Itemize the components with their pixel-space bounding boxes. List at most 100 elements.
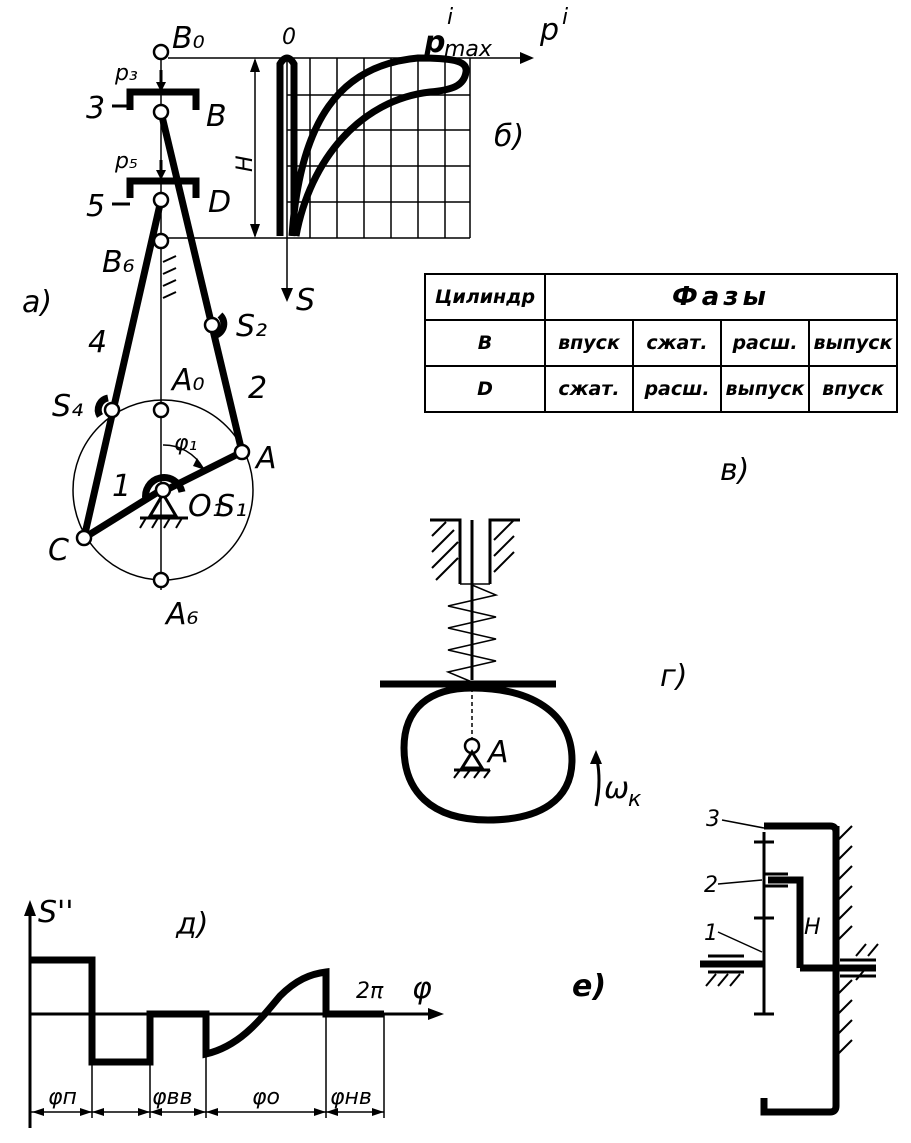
force-p5-arrowhead — [156, 170, 166, 180]
row-d-phase-2: расш. — [632, 365, 722, 413]
frame-hatching — [837, 825, 853, 1055]
p-axis-sup-label: i — [562, 5, 568, 30]
interval-phi-nv: φнв — [330, 1085, 372, 1110]
mechanism-diagram: а) B₀ B D B₆ A₀ A C O₁ S₁ S₂ S₄ A₆ 1 2 3… — [22, 21, 277, 632]
guide-hatching-left — [431, 521, 459, 581]
panel-label-b: б) — [494, 119, 524, 154]
joint-c — [75, 529, 93, 547]
cam-mechanism: A ω к г) — [380, 518, 687, 824]
panel-label-g: г) — [660, 659, 687, 694]
s4-hub — [94, 394, 110, 418]
omega-sub-label: к — [628, 787, 642, 812]
row-b-cylinder: B — [424, 319, 546, 367]
panel-label-v: в) — [720, 453, 749, 488]
cam-support — [459, 749, 485, 770]
interval-phi-o: φо — [252, 1085, 280, 1110]
ground-support-o1 — [147, 491, 179, 518]
pmax-sub-label: max — [444, 37, 493, 62]
leader-3 — [721, 819, 765, 829]
link-2 — [157, 111, 246, 453]
row-d-phase-1: сжат. — [544, 365, 634, 413]
interval-phi-p: φп — [48, 1085, 77, 1110]
link-1-label: 1 — [112, 469, 131, 504]
stroke-h-label: H — [233, 155, 258, 172]
row-b-phase-2: сжат. — [632, 319, 722, 367]
pmax-label: p — [423, 25, 445, 60]
point-b6-label: B₆ — [102, 245, 135, 280]
joint-a — [233, 443, 251, 461]
gear-train-diagram: 3 2 1 H е) — [572, 807, 879, 1116]
two-pi-label: 2π — [356, 979, 384, 1004]
s-axis-arrowhead — [281, 288, 293, 302]
point-a0-label: A₀ — [170, 363, 205, 398]
cam-pivot-label: A — [486, 735, 509, 770]
col-header-cylinder: Цилиндр — [424, 273, 546, 321]
indicator-curve-intake-exhaust — [276, 54, 298, 236]
link-3-label: 3 — [86, 91, 105, 126]
angle-phi1-label: φ₁ — [174, 431, 197, 456]
omega-label: ω — [604, 771, 629, 806]
indicator-grid — [287, 58, 471, 238]
table-row: B впуск сжат. расш. выпуск — [424, 319, 898, 367]
row-d-phase-3: выпуск — [720, 365, 810, 413]
phi-axis-label: φ — [412, 971, 432, 1006]
angle-phi1-arrowhead — [193, 458, 205, 470]
p-axis-label: p — [539, 13, 559, 48]
joint-d — [152, 191, 170, 209]
link-2-label: 2 — [248, 371, 267, 406]
col-header-phases: Фазы — [544, 273, 898, 321]
indicator-origin-label: 0 — [282, 25, 296, 50]
point-a6-label: A₆ — [164, 597, 199, 632]
joint-b — [152, 103, 170, 121]
point-s2-label: S₂ — [236, 309, 267, 344]
row-b-phase-3: расш. — [720, 319, 810, 367]
row-d-cylinder: D — [424, 365, 546, 413]
indicator-curve-compression-expansion — [288, 54, 470, 237]
s-axis-label: S — [296, 283, 315, 318]
s2-axis-label: S'' — [38, 895, 74, 930]
joint-a0 — [152, 401, 170, 419]
pmax-sup-label: i — [447, 5, 453, 30]
carrier-h-label: H — [804, 915, 821, 940]
point-d-label: D — [208, 185, 231, 220]
leader-1 — [717, 931, 763, 953]
joint-a6 — [152, 571, 170, 589]
point-o1-label: O₁ — [188, 489, 224, 524]
cam-profile — [400, 684, 576, 824]
row-d-phase-4: впуск — [808, 365, 898, 413]
panel-label-a: а) — [22, 285, 52, 320]
force-p3-label: p₃ — [114, 61, 138, 86]
table-row: D сжат. расш. выпуск впуск — [424, 365, 898, 413]
panel-label-e: е) — [572, 969, 606, 1004]
row-b-phase-1: впуск — [544, 319, 634, 367]
point-c-label: C — [48, 533, 69, 568]
joint-b0 — [152, 43, 170, 61]
spring — [445, 584, 499, 683]
table-row: Цилиндр Фазы — [424, 273, 898, 321]
s2-axis-arrowhead — [24, 900, 36, 916]
phases-table: Цилиндр Фазы B впуск сжат. расш. выпуск … — [424, 273, 898, 413]
crank-hub — [142, 474, 186, 501]
guide-hatching-right — [493, 519, 515, 573]
s2-hub — [214, 312, 228, 339]
interval-phi-vv: φвв — [152, 1085, 192, 1110]
gear-1-label: 1 — [704, 921, 718, 946]
carrier-h — [768, 876, 804, 968]
follower-guide — [430, 518, 520, 584]
piston-3 — [126, 88, 200, 110]
panel-label-d: д) — [175, 907, 208, 942]
piston-5 — [126, 177, 200, 198]
link-4-label: 4 — [88, 325, 107, 360]
point-b-label: B — [206, 99, 227, 134]
phi-axis-arrowhead — [428, 1008, 444, 1020]
indicator-diagram: H 0 p i max p i S б) — [168, 5, 568, 318]
acceleration-profile — [30, 956, 384, 1066]
link-4 — [80, 199, 165, 539]
omega-arrowhead — [590, 750, 602, 764]
point-b0-label: B₀ — [172, 21, 205, 56]
gear-3-label: 3 — [706, 807, 720, 832]
joint-s4 — [103, 401, 121, 419]
joint-o1 — [154, 481, 172, 499]
point-s1-label: S₁ — [216, 489, 247, 524]
